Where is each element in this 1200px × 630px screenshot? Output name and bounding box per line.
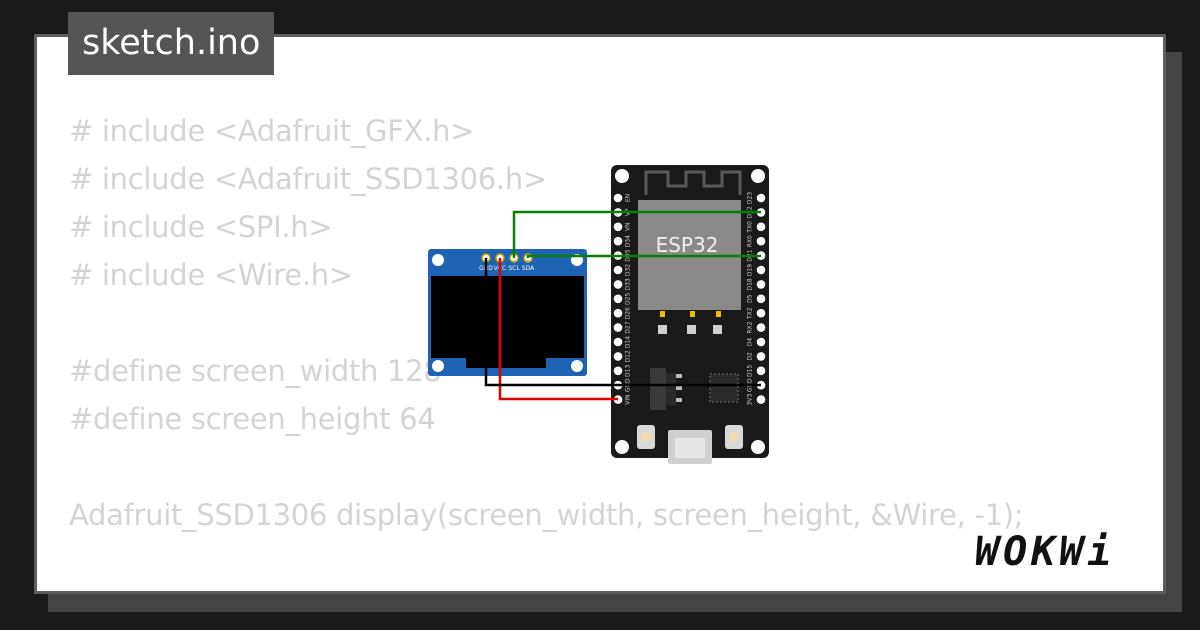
esp32-pin[interactable] xyxy=(756,236,766,246)
esp32-pin-label: RX0 xyxy=(747,235,754,247)
oled-pin-label: SDA xyxy=(522,265,535,272)
esp32-pin-label: D23 xyxy=(747,192,754,204)
esp32-pin[interactable] xyxy=(756,395,766,404)
esp32-pin[interactable] xyxy=(756,222,766,232)
esp32-pin-label: D34 xyxy=(625,235,632,247)
esp32-pin-label: RX2 xyxy=(747,321,754,333)
esp32-pin-label: D15 xyxy=(747,364,754,376)
code-line: # include <SPI.h> xyxy=(69,210,333,244)
code-line: # include <Wire.h> xyxy=(69,258,353,292)
esp32-pin[interactable] xyxy=(613,222,623,232)
esp32-pin[interactable] xyxy=(613,236,623,246)
esp32-pin-label: D33 xyxy=(625,278,632,290)
file-tab[interactable]: sketch.ino xyxy=(68,12,275,75)
code-line: #define screen_height 64 xyxy=(69,402,436,436)
sda-wire xyxy=(526,254,761,258)
vcc-wire xyxy=(498,258,618,401)
esp32-pin[interactable] xyxy=(756,308,766,318)
esp32-pin-label: VIN xyxy=(625,394,632,404)
scl-wire xyxy=(512,210,761,258)
code-line: #define screen_width 128 xyxy=(69,354,442,388)
esp32-pin[interactable] xyxy=(613,366,623,376)
code-line: Adafruit_SSD1306 display(screen_width, s… xyxy=(69,498,1024,532)
esp32-label: ESP32 xyxy=(656,233,719,257)
esp32-pin[interactable] xyxy=(613,294,623,304)
esp32-pin[interactable] xyxy=(756,366,766,376)
esp32-pin[interactable] xyxy=(613,265,623,275)
esp32-pin-label: D12 xyxy=(625,350,632,362)
esp32-pin[interactable] xyxy=(613,352,623,361)
esp32-pin-label: D19 xyxy=(747,264,754,276)
wokwi-logo: WOKWi xyxy=(975,529,1116,575)
wires xyxy=(484,210,761,401)
code-preview: # include <Adafruit_GFX.h> # include <Ada… xyxy=(69,107,1024,591)
esp32-pin[interactable] xyxy=(613,323,623,332)
esp32-pin-label: D5 xyxy=(747,294,754,303)
esp32-pin[interactable] xyxy=(613,337,623,347)
esp32-pin-label: D32 xyxy=(625,264,632,276)
esp32-pin-label: EN xyxy=(625,194,632,202)
esp32-pin[interactable] xyxy=(613,193,623,203)
esp32-pin[interactable] xyxy=(756,294,766,304)
esp32-pin[interactable] xyxy=(756,193,766,203)
esp32-pin[interactable] xyxy=(756,352,766,361)
esp32-pin[interactable] xyxy=(613,280,623,289)
esp32-pin-label: D4 xyxy=(747,338,754,347)
project-card[interactable]: # include <Adafruit_GFX.h> # include <Ada… xyxy=(34,34,1166,594)
esp32-pin-label: D25 xyxy=(625,292,632,304)
esp32-pin[interactable] xyxy=(756,323,766,332)
esp32-pin-label: D18 xyxy=(747,278,754,290)
esp32-pin-label: D13 xyxy=(625,364,632,376)
esp32-pin-label: D27 xyxy=(625,321,632,333)
oled-pin-label: SCL xyxy=(508,265,520,272)
esp32-pin-label: D14 xyxy=(625,336,632,348)
esp32-pin-label: TX2 xyxy=(747,307,754,320)
esp32-board[interactable]: ESP32 ENVPVND34D35D32D33D25D26D27D14D12D… xyxy=(611,165,769,464)
code-line: # include <Adafruit_GFX.h> xyxy=(69,114,475,148)
esp32-pin-label: D2 xyxy=(747,352,754,361)
esp32-pin-label: TX0 xyxy=(747,221,754,234)
code-line: # include <Adafruit_SSD1306.h> xyxy=(69,162,547,196)
esp32-pin-label: VN xyxy=(625,223,632,232)
esp32-pin-label: D26 xyxy=(625,307,632,319)
esp32-pin[interactable] xyxy=(613,308,623,318)
esp32-pin-label: 3V3 xyxy=(747,394,754,406)
gnd-wire xyxy=(484,258,761,387)
esp32-pin[interactable] xyxy=(756,265,766,275)
esp32-pin[interactable] xyxy=(756,280,766,289)
esp32-pin[interactable] xyxy=(756,337,766,347)
